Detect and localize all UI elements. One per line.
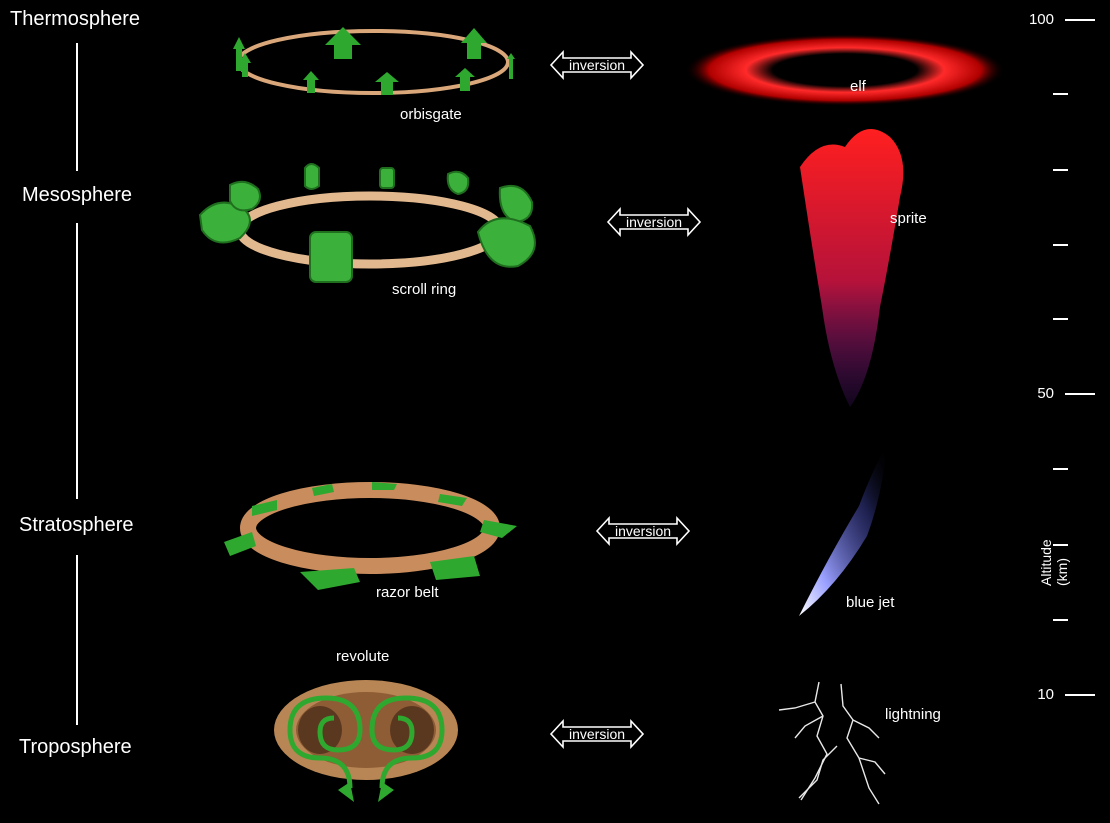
inversion-label: inversion [625,214,683,230]
altitude-tick-minor [1053,544,1068,546]
altitude-tick-minor [1053,244,1068,246]
altitude-tick-major [1065,393,1095,395]
inversion-label: inversion [614,523,672,539]
phenomenon-caption-lightning: lightning [885,706,941,723]
lightning-illustration [778,681,886,805]
layer-divider-line [76,223,78,499]
inversion-arrow-thermosphere: inversion [549,49,645,81]
ring-caption-scroll-ring: scroll ring [392,281,457,298]
double-arrow-icon [549,49,645,81]
altitude-tick-label-100: 100 [1028,11,1054,28]
altitude-tick-minor [1053,169,1068,171]
layer-label-troposphere: Troposphere [19,736,132,758]
layer-label-mesosphere: Mesosphere [22,184,133,206]
double-arrow-icon [549,718,645,750]
altitude-tick-minor [1053,468,1068,470]
layer-divider-line [76,555,78,725]
altitude-tick-label-10: 10 [1037,686,1054,703]
layer-label-thermosphere: Thermosphere [10,8,141,30]
razor-belt-illustration [224,482,517,590]
ring-caption-razor-belt: razor belt [376,584,439,601]
altitude-tick-minor [1053,318,1068,320]
altitude-tick-minor [1053,619,1068,621]
inversion-label: inversion [568,57,626,73]
phenomenon-caption-sprite: sprite [890,210,927,227]
altitude-tick-minor [1053,93,1068,95]
altitude-tick-major [1065,694,1095,696]
inversion-label: inversion [568,726,626,742]
altitude-tick-label-50: 50 [1037,385,1054,402]
sprite-illustration [800,129,904,407]
inversion-arrow-stratosphere: inversion [595,515,691,547]
inversion-arrow-troposphere: inversion [549,718,645,750]
ring-caption-orbisgate: orbisgate [400,106,462,123]
double-arrow-icon [595,515,691,547]
scroll-ring-illustration [198,163,536,283]
elf-illustration [685,34,1005,106]
orbisgate-illustration [233,27,515,95]
layer-label-stratosphere: Stratosphere [19,514,134,536]
inversion-arrow-mesosphere: inversion [606,206,702,238]
altitude-tick-major [1065,19,1095,21]
phenomenon-caption-blue-jet: blue jet [846,594,895,611]
revolute-illustration [274,680,458,802]
layer-divider-line [76,43,78,171]
double-arrow-icon [606,206,702,238]
altitude-axis-title: Altitude (km) [1038,539,1070,586]
blue-jet-illustration [799,446,887,616]
phenomenon-caption-elf: elf [850,78,866,95]
ring-caption-revolute: revolute [336,648,390,665]
